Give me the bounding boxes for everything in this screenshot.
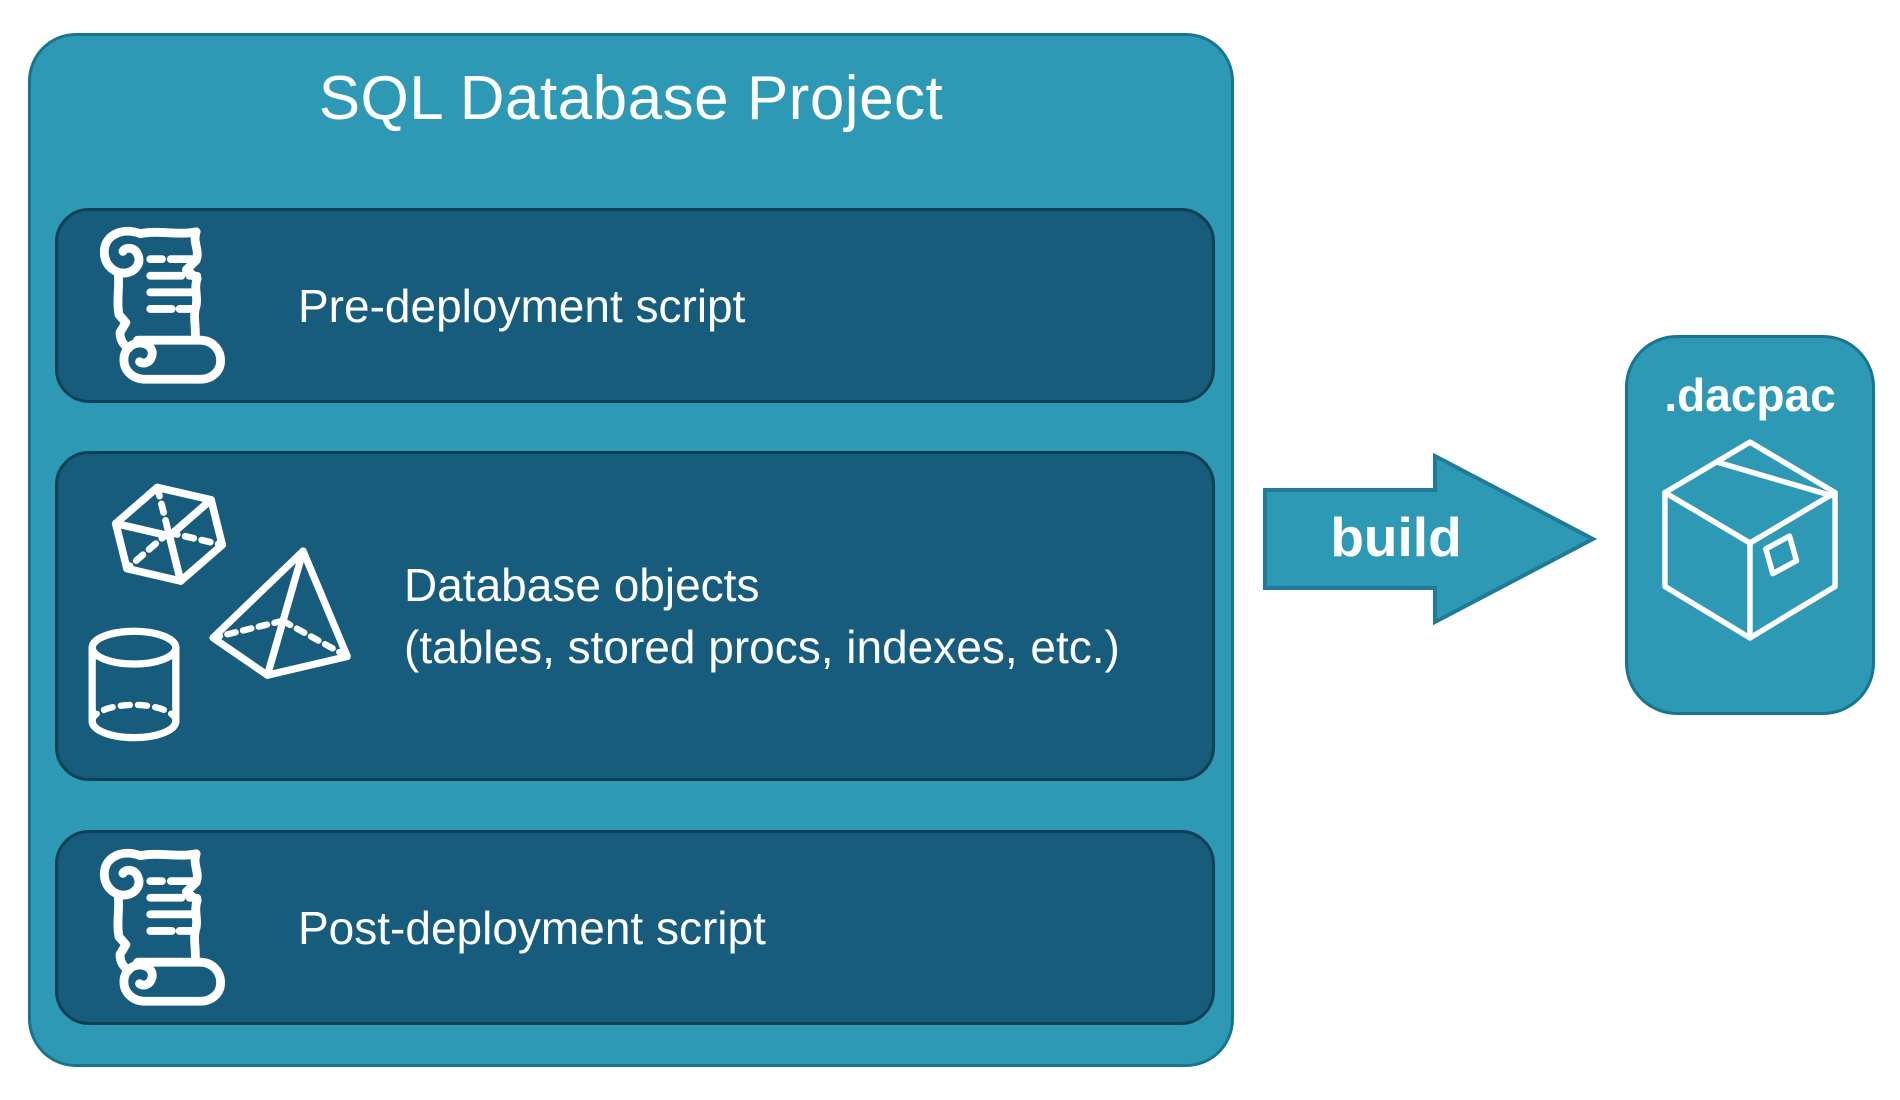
project-title: SQL Database Project xyxy=(318,64,944,133)
build-arrow: build xyxy=(1263,452,1597,626)
scroll-icon xyxy=(99,848,225,1006)
build-arrow-label: build xyxy=(1330,506,1462,568)
dacpac-box: .dacpac xyxy=(1625,335,1875,715)
cube-icon xyxy=(111,483,227,585)
pre-deployment-row: Pre-deployment script xyxy=(55,208,1215,403)
pre-deployment-label: Pre-deployment script xyxy=(298,279,746,332)
sql-database-project-container: SQL Database Project Pre-deployment scri… xyxy=(28,33,1234,1067)
database-objects-label: Database objects (tables, stored procs, … xyxy=(404,554,1120,678)
build-arrow-shape xyxy=(1263,452,1597,626)
database-objects-label-line1: Database objects xyxy=(404,559,760,611)
cylinder-icon xyxy=(88,627,180,742)
pyramid-icon xyxy=(209,547,351,679)
post-deployment-label: Post-deployment script xyxy=(298,901,766,954)
post-deployment-row: Post-deployment script xyxy=(55,830,1215,1025)
database-objects-row: Database objects (tables, stored procs, … xyxy=(55,451,1215,781)
dacpac-label: .dacpac xyxy=(1664,369,1836,421)
package-icon xyxy=(1662,439,1838,641)
database-objects-label-line2: (tables, stored procs, indexes, etc.) xyxy=(404,621,1120,673)
scroll-icon xyxy=(99,226,225,384)
